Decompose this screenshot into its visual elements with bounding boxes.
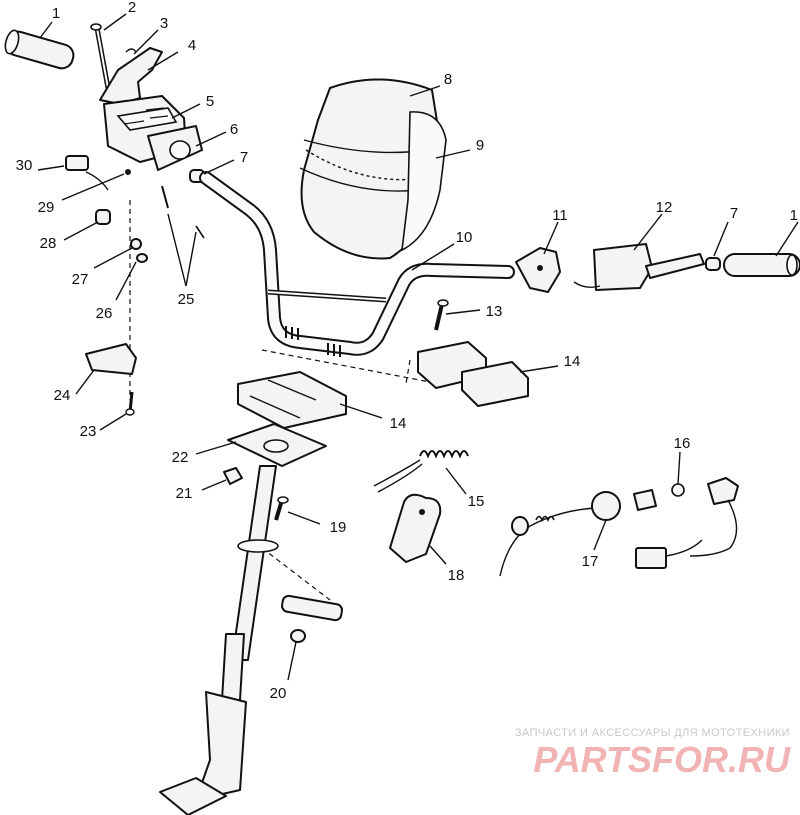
callout-2-pin: 2 [128, 0, 136, 16]
spring-washer [136, 253, 148, 263]
throttle-bushing [95, 209, 111, 225]
callout-13-bolt: 13 [486, 303, 503, 320]
kill-switch [65, 155, 109, 191]
callout-15-harness: 15 [468, 493, 485, 510]
master-cylinder [573, 243, 705, 291]
callout-18-bracket: 18 [448, 567, 465, 584]
steering-post-pin [281, 594, 343, 622]
handlebar-pad-cover [401, 111, 447, 252]
callout-11-brake-lever: 11 [552, 207, 568, 224]
callout-22-plate: 22 [172, 449, 189, 466]
callout-3-clip: 3 [160, 15, 168, 32]
callout-19-bolt: 19 [330, 519, 347, 536]
callout-17-switch-assembly: 17 [582, 553, 599, 570]
mounting-bracket [85, 343, 137, 375]
retaining-clip [125, 48, 137, 53]
throttle-screws [161, 185, 205, 239]
steering-post-nut [290, 629, 306, 643]
throttle-housing-cover [147, 125, 203, 171]
callout-14-upper-clamp: 14 [564, 353, 581, 370]
callout-4-throttle-lever: 4 [188, 37, 196, 54]
brake-lever [515, 247, 561, 293]
lower-handlebar-clamp [237, 371, 347, 429]
callout-14-lower-clamp: 14 [390, 415, 407, 432]
assembly-guide-lines [129, 200, 431, 601]
callout-10-handlebar: 10 [456, 229, 473, 246]
throttle-spring [130, 238, 142, 250]
callout-1-left-grip: 1 [52, 5, 60, 22]
watermark: ЗАПЧАСТИ И АКСЕССУАРЫ ДЛЯ МОТОТЕХНИКИ PA… [515, 727, 791, 780]
callout-9-pad-cover: 9 [476, 137, 484, 154]
callout-12-master-cylinder: 12 [656, 199, 673, 216]
callout-24-bracket: 24 [54, 387, 71, 404]
housing-screw [125, 169, 131, 175]
callout-7-right-end-plug: 7 [730, 205, 738, 222]
post-plate-nut [223, 467, 243, 485]
callout-1-right-grip: 1 [790, 207, 798, 224]
callout-27-spring: 27 [72, 271, 89, 288]
upper-handlebar-clamp [417, 341, 529, 407]
steering-post-bolt [274, 496, 289, 521]
pivot-pin [90, 23, 111, 89]
callout-29-screw: 29 [38, 199, 55, 216]
callout-8-pad: 8 [444, 71, 452, 88]
right-handlebar-grip [723, 253, 800, 277]
callout-23-bolt: 23 [80, 423, 97, 440]
watermark-tagline: ЗАПЧАСТИ И АКСЕССУАРЫ ДЛЯ МОТОТЕХНИКИ [515, 727, 790, 739]
bar-end-plug-right [705, 257, 721, 271]
callout-leaders [37, 13, 799, 681]
left-handlebar-grip [4, 29, 75, 70]
handlebar [199, 171, 515, 357]
steering-post [159, 465, 279, 815]
ignition-key-switch [635, 477, 739, 569]
throttle-lever [99, 47, 163, 105]
clamp-bolt [434, 299, 449, 331]
steering-post-plate [227, 423, 327, 467]
wiring-harness-coil [373, 450, 469, 493]
callout-30-kill-switch: 30 [16, 157, 33, 174]
callout-28-bushing: 28 [40, 235, 57, 252]
ignition-switch-assembly [499, 489, 657, 577]
callout-20-nut: 20 [270, 685, 287, 702]
watermark-brand: PARTSFOR.RU [533, 739, 791, 780]
ignition-switch-washer [671, 483, 685, 497]
callout-21-nut: 21 [176, 485, 193, 502]
callout-26-washer: 26 [96, 305, 113, 322]
callout-5-throttle-housing: 5 [206, 93, 214, 110]
bracket-bolt [125, 391, 135, 416]
callout-6-housing-cover: 6 [230, 121, 238, 138]
callout-labels: 1 2 3 4 5 6 7 8 9 10 11 12 7 1 13 14 14 … [16, 0, 798, 702]
callout-16-washer: 16 [674, 435, 691, 452]
callout-7-left-end-plug: 7 [240, 149, 248, 166]
switch-bracket [389, 493, 442, 563]
callout-25-screws: 25 [178, 291, 195, 308]
